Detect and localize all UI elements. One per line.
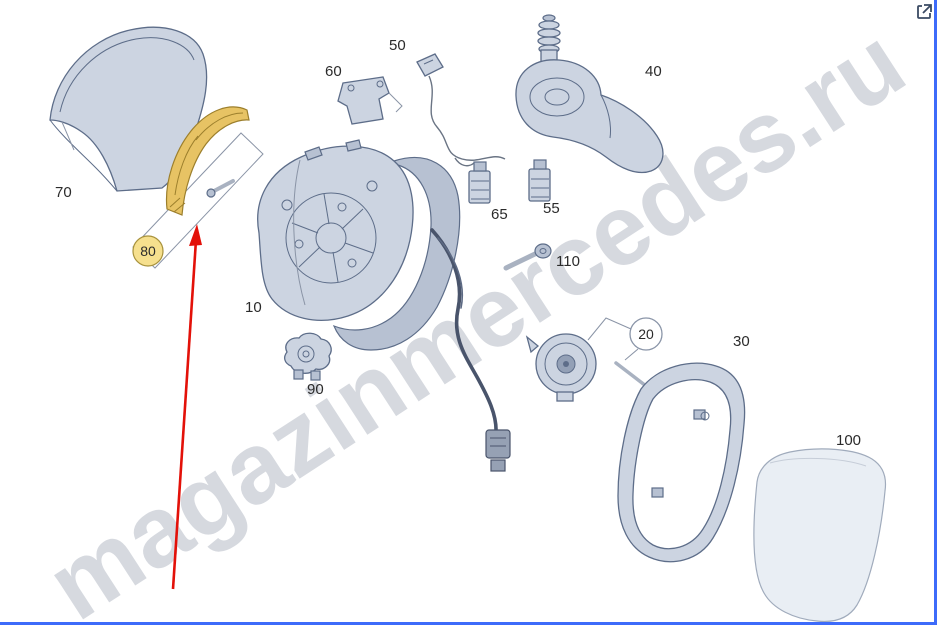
part-100-mirror-glass bbox=[753, 448, 887, 623]
part-30-bezel-frame bbox=[617, 362, 746, 563]
part-label-50: 50 bbox=[389, 37, 406, 54]
wire-harness bbox=[430, 228, 511, 472]
part-label-65: 65 bbox=[491, 206, 508, 223]
part-label-20: 20 bbox=[638, 326, 654, 342]
selection-border-right bbox=[934, 0, 937, 625]
part-label-30: 30 bbox=[733, 333, 750, 350]
pointer-arrow bbox=[171, 224, 202, 590]
part-65-connector bbox=[468, 161, 491, 204]
part-label-110: 110 bbox=[556, 253, 580, 270]
part-80-turn-signal bbox=[132, 106, 264, 269]
part-label-60: 60 bbox=[325, 63, 342, 80]
part-90-small-bracket bbox=[284, 332, 332, 381]
part-70-housing-cap bbox=[49, 26, 208, 192]
part-10-mirror-body bbox=[257, 139, 461, 351]
part-label-40: 40 bbox=[645, 63, 662, 80]
selection-border-bottom bbox=[0, 622, 937, 625]
part-40-mirror-base bbox=[515, 14, 664, 174]
part-label-55: 55 bbox=[543, 200, 560, 217]
external-link-icon[interactable] bbox=[917, 4, 932, 19]
part-110-screw bbox=[503, 243, 552, 271]
part-label-80-badge: 80 bbox=[132, 235, 164, 267]
part-label-80: 80 bbox=[140, 243, 156, 259]
part-50-clip-cable bbox=[416, 53, 506, 167]
part-55-connector bbox=[528, 159, 551, 202]
part-label-20-badge: 20 bbox=[629, 317, 663, 351]
part-label-70: 70 bbox=[55, 184, 72, 201]
part-label-10: 10 bbox=[245, 299, 262, 316]
part-label-100: 100 bbox=[836, 432, 861, 449]
part-label-90: 90 bbox=[307, 381, 324, 398]
part-60-bracket bbox=[337, 76, 403, 125]
